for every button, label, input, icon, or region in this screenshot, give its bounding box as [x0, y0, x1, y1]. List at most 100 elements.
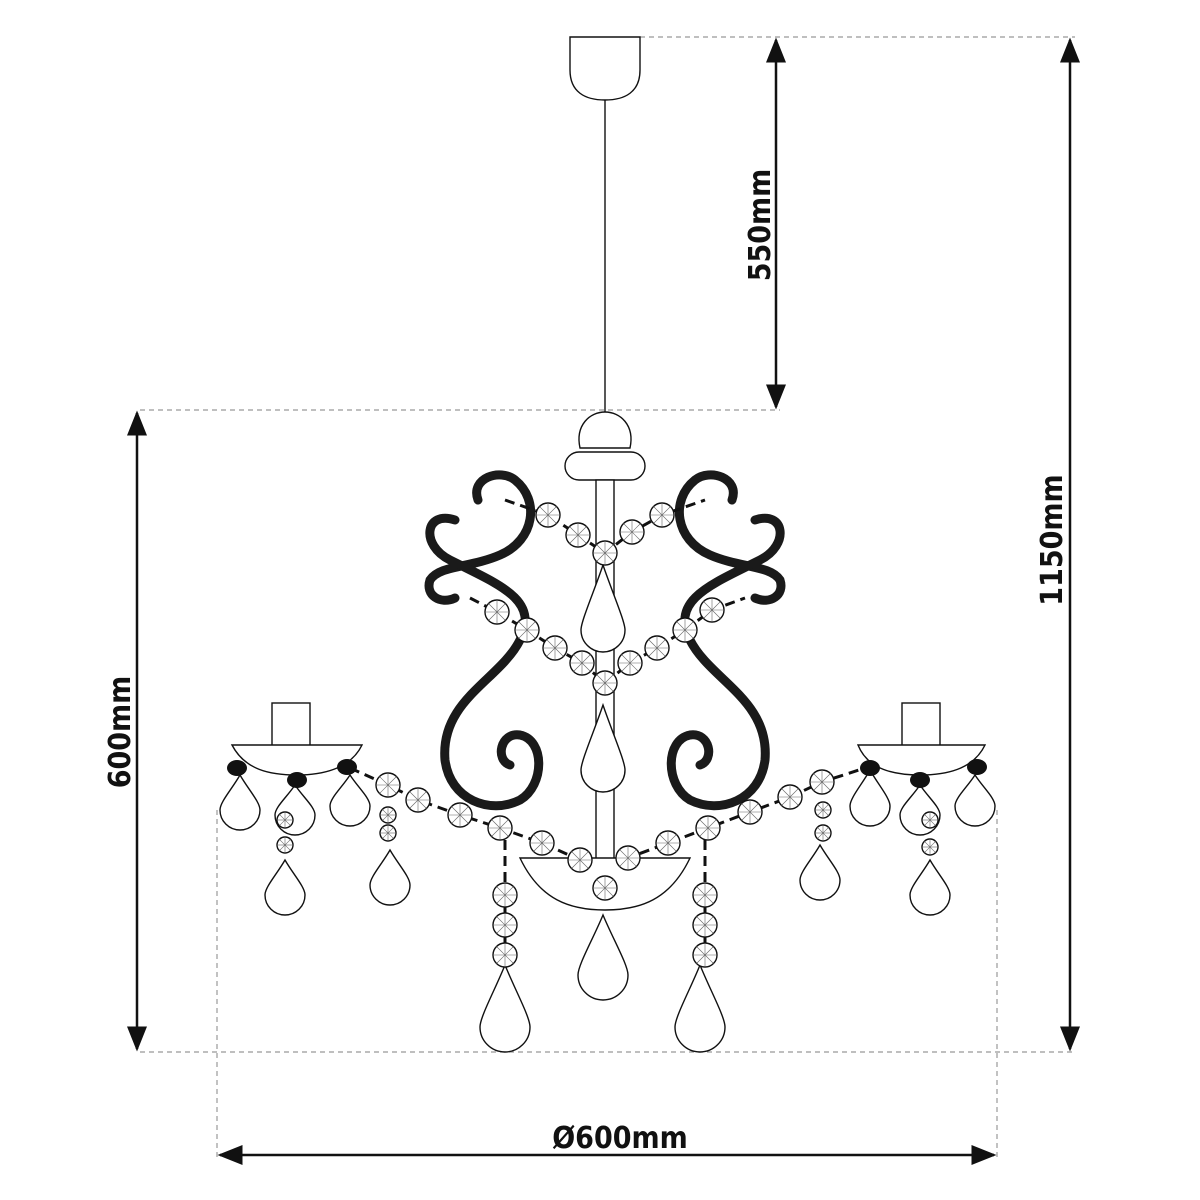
crystal-bead [777, 784, 803, 810]
crystal-beads [276, 502, 939, 968]
bead-facet [279, 839, 291, 851]
scroll-arms-left [424, 470, 544, 811]
crystal-drop [580, 562, 626, 653]
crystal-bead [592, 670, 618, 696]
crystal-bead [276, 811, 294, 829]
body-height-label: 600mm [103, 676, 138, 789]
bead-facet [676, 621, 694, 639]
bead-facet [741, 803, 759, 821]
crystal-bead [692, 882, 718, 908]
bead-facet [596, 879, 614, 897]
crystal-bead [375, 772, 401, 798]
bead-facet [699, 819, 717, 837]
bead-facet [653, 506, 671, 524]
bead-facet [488, 603, 506, 621]
crystal-drops [219, 562, 996, 1053]
arm-knob [287, 772, 307, 788]
bead-facet [696, 886, 714, 904]
bead-facet [659, 834, 677, 852]
crystal-drop [580, 702, 626, 793]
crystal-bead [379, 806, 397, 824]
total-height-label: 1150mm [1035, 474, 1070, 605]
right-candle-arm [856, 702, 987, 776]
bead-facet [539, 506, 557, 524]
crystal-drop [799, 843, 841, 901]
bead-facet [924, 841, 936, 853]
crystal-drop [329, 773, 371, 827]
crystal-bead [615, 845, 641, 871]
diameter-label: Ø600mm [552, 1121, 688, 1156]
bead-facet [451, 806, 469, 824]
crystal-drop [577, 913, 629, 1001]
crystal-bead [692, 942, 718, 968]
crystal-bead [649, 502, 675, 528]
crystal-drop [909, 858, 951, 916]
crystal-bead [695, 815, 721, 841]
bead-facet [813, 773, 831, 791]
crystal-bead [921, 811, 939, 829]
crystal-bead [565, 522, 591, 548]
crystal-bead [567, 847, 593, 873]
bead-facet [696, 916, 714, 934]
bead-facet [496, 916, 514, 934]
bead-facet [382, 827, 394, 839]
bead-facet [491, 819, 509, 837]
crystal-drop [674, 963, 726, 1053]
arm-knob [967, 759, 987, 775]
crystal-bead [487, 815, 513, 841]
bead-facet [379, 776, 397, 794]
bead-facet [546, 639, 564, 657]
bead-facet [518, 621, 536, 639]
crystal-bead [814, 801, 832, 819]
bead-facet [533, 834, 551, 852]
bead-facet [571, 851, 589, 869]
bead-facet [569, 526, 587, 544]
crystal-bead [814, 824, 832, 842]
crystal-bead [699, 597, 725, 623]
crystal-bead [492, 882, 518, 908]
left-candle-arm [230, 702, 364, 776]
crystal-drop [954, 773, 996, 827]
crystal-bead [692, 912, 718, 938]
bead-facet [496, 886, 514, 904]
arm-knobs [227, 759, 987, 788]
bead-facet [696, 946, 714, 964]
crystal-bead [644, 635, 670, 661]
bead-facet [409, 791, 427, 809]
arm-knob [860, 760, 880, 776]
arm-knob [910, 772, 930, 788]
bead-facet [817, 804, 829, 816]
bead-facet [621, 654, 639, 672]
crystal-bead [655, 830, 681, 856]
guide-lines [140, 36, 1075, 1158]
crystal-bead [379, 824, 397, 842]
crystal-bead [592, 540, 618, 566]
crystal-bead [809, 769, 835, 795]
bead-facet [924, 814, 936, 826]
canopy [569, 36, 641, 101]
top-finial [564, 411, 646, 481]
bead-facet [596, 674, 614, 692]
crystal-bead [529, 830, 555, 856]
crystal-bead [921, 838, 939, 856]
crystal-bead [672, 617, 698, 643]
crystal-drop [479, 963, 531, 1053]
crystal-bead [405, 787, 431, 813]
crystal-bead [492, 942, 518, 968]
crystal-bead [617, 650, 643, 676]
drop-length-label: 550mm [743, 169, 778, 282]
crystal-bead [276, 836, 294, 854]
crystal-bead [535, 502, 561, 528]
crystal-bead [592, 875, 618, 901]
crystal-bead [542, 635, 568, 661]
scroll-arms-right [666, 470, 786, 811]
bead-facet [648, 639, 666, 657]
bead-facet [382, 809, 394, 821]
crystal-bead [447, 802, 473, 828]
crystal-drop [264, 858, 306, 916]
arm-knob [227, 760, 247, 776]
crystal-drop [219, 773, 261, 831]
crystal-drop [369, 848, 411, 906]
